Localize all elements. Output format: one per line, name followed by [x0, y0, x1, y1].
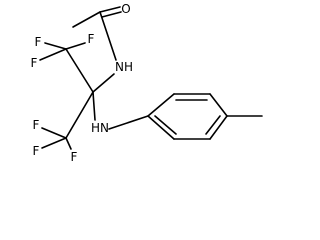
atom-labels: O NH HN F F F F F F: [31, 2, 133, 164]
bond-ring-4: [209, 115, 228, 140]
bond-ring-6: [147, 115, 175, 140]
bond-amine-n-to-ring: [108, 115, 149, 130]
atom-fluorine-5: F: [33, 144, 40, 158]
bond-lower-c-f6: [65, 137, 72, 150]
bond-upper-c-f2: [65, 42, 86, 50]
bond-upper-c-f3: [39, 48, 67, 61]
atom-oxygen: O: [121, 2, 130, 16]
bond-upper-c-f1: [44, 42, 67, 50]
molecular-structure-diagram: O NH HN F F F F F F: [31, 2, 263, 164]
bond-ring-double-3: [154, 115, 177, 135]
atom-amine-hn: HN: [91, 121, 109, 135]
bond-carbonyl-oxygen-1: [99, 6, 121, 13]
bond-central-c-to-upper-cf3: [65, 48, 94, 93]
atom-fluorine-2: F: [88, 32, 95, 46]
bond-amide-n-to-central-c: [92, 73, 115, 93]
bond-carbonyl-to-amide-n: [99, 11, 117, 61]
bond-central-c-to-lower-cf3: [65, 91, 94, 139]
bond-lower-c-f5: [41, 137, 67, 149]
bond-ring-1: [147, 93, 175, 117]
atom-fluorine-4: F: [33, 118, 40, 132]
bond-carbonyl-oxygen-2: [101, 11, 122, 18]
bond-ring-3: [209, 93, 228, 117]
atom-fluorine-1: F: [35, 35, 42, 49]
bonds: [39, 6, 263, 150]
atom-fluorine-6: F: [71, 150, 78, 164]
atom-fluorine-3: F: [31, 56, 38, 70]
bond-central-c-to-amine-n: [92, 91, 96, 121]
bond-ring-double-2: [205, 115, 221, 135]
bond-methyl-carbonyl: [72, 11, 101, 28]
atom-amide-nh: NH: [115, 60, 133, 74]
bond-lower-c-f4: [41, 127, 67, 139]
